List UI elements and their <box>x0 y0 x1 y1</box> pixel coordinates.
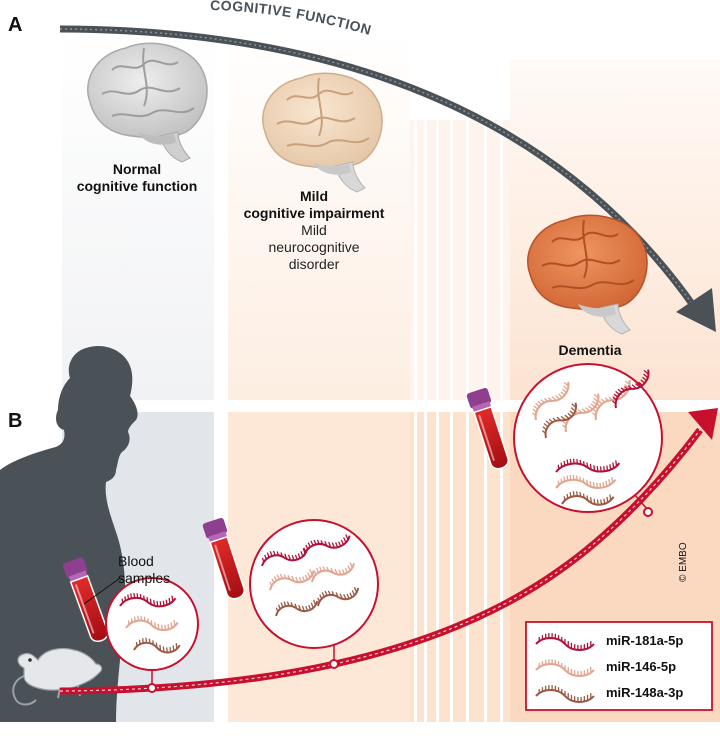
stage-mild-sub-line2: neurocognitive <box>268 239 360 255</box>
blood-label-line1: Blood <box>118 553 154 569</box>
blood-label-line2: samples <box>118 570 171 586</box>
strand-146-c2b <box>311 562 356 583</box>
legend-labels: miR-181a-5p miR-146-5p miR-148a-3p <box>606 628 710 706</box>
strand-146-c2a <box>269 569 315 591</box>
strand-146-c3d <box>555 474 617 489</box>
blood-tube-3-icon <box>466 387 509 470</box>
strand-148a-c3b <box>561 491 615 506</box>
strand-148a-c2a <box>275 599 319 617</box>
legend-label-146: miR-146-5p <box>606 659 677 674</box>
legend-box <box>525 621 713 711</box>
copyright-notice: © EMBO <box>678 542 689 582</box>
legend-label-148a: miR-148a-3p <box>606 685 684 700</box>
timeline-arrow <box>59 408 718 695</box>
stage-normal-title-line1: Normal <box>112 161 162 177</box>
panel-a-label: A <box>8 14 23 36</box>
stage-mild-title-line1: Mild <box>300 188 328 204</box>
strand-181a-c3a <box>612 369 650 409</box>
stage-normal-title-line2: cognitive function <box>76 178 198 194</box>
brain-normal-icon <box>87 42 208 163</box>
stage-dementia-title: Dementia <box>558 342 622 358</box>
stage-mild-title-line2: cognitive impairment <box>243 205 385 221</box>
strand-181a-c1 <box>119 592 177 608</box>
legend-label-181a: miR-181a-5p <box>606 633 684 648</box>
blood-tube-1-icon <box>62 557 109 643</box>
blood-samples-label: Blood samples <box>118 553 188 587</box>
brain-dementia-icon <box>527 214 648 335</box>
stage-mild-sub-line3: disorder <box>288 256 340 272</box>
mirna-strands <box>119 369 650 654</box>
legend-strand-146 <box>535 659 595 677</box>
blood-tube-2-icon <box>202 517 245 600</box>
stage-normal-title: Normal cognitive function <box>62 161 212 195</box>
legend-strand-181a <box>535 633 595 651</box>
strand-148a-c3a <box>541 402 578 439</box>
legend-strand-148a <box>535 685 595 703</box>
strand-148a-c1 <box>133 637 181 654</box>
strand-148a-c2b <box>317 586 360 607</box>
strand-181a-c3b <box>555 458 621 473</box>
strand-181a-c2b <box>303 534 351 557</box>
strand-181a-c2a <box>261 548 309 567</box>
mirna-circle-2 <box>249 519 379 669</box>
strand-146-c3a <box>532 381 570 421</box>
stage-mild-label: Mild cognitive impairment Mild neurocogn… <box>226 188 402 273</box>
panel-b-label: B <box>8 410 23 432</box>
blood-label-pointer <box>83 577 121 605</box>
strand-146-c1 <box>125 615 179 631</box>
stage-mild-sub-line1: Mild <box>301 222 327 238</box>
brain-mild-icon <box>262 72 383 193</box>
